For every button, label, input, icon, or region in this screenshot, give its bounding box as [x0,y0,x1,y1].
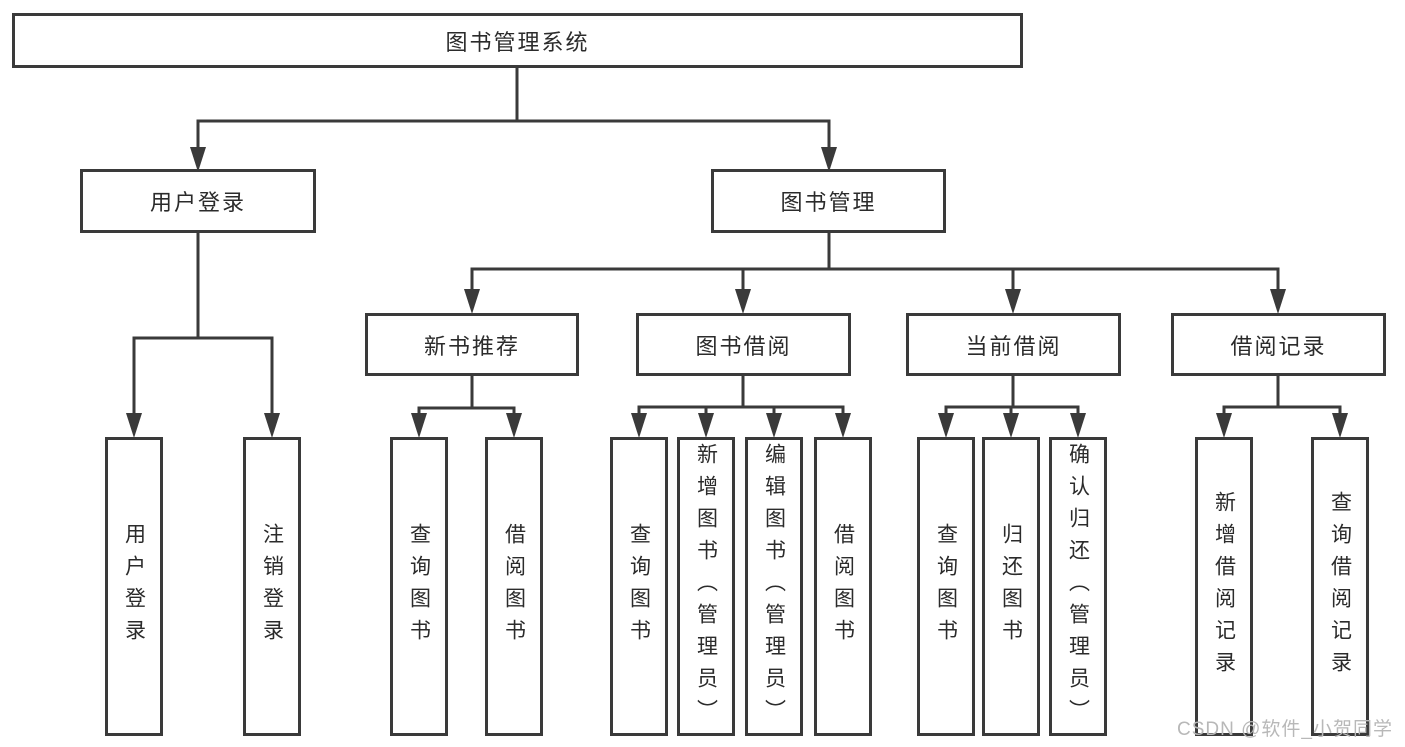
arrowhead-leaf-query-books-1 [411,413,427,438]
leaf-borrow-books-recommend: 借阅图书 [485,437,543,736]
connector-current-borrow-children [944,376,1080,414]
leaf-query-books-recommend-label: 查询图书 [407,522,431,651]
arrowhead-leaf-return-book [1003,413,1019,438]
leaf-add-borrow-record-label: 新增借阅记录 [1212,490,1236,683]
arrowhead-user-login [190,147,206,172]
leaf-confirm-return-admin: 确认归还（管理员） [1049,437,1107,736]
arrowhead-leaf-user-login [126,413,142,438]
arrowhead-new-book-recommend [464,289,480,314]
leaf-query-books-current: 查询图书 [917,437,975,736]
node-library-system: 图书管理系统 [12,13,1023,68]
connector-user-login-children [132,232,274,414]
node-user-login-label: 用户登录 [149,190,246,215]
leaf-logout: 注销登录 [243,437,301,736]
arrowhead-leaf-logout [264,413,280,438]
watermark-text: CSDN @软件_小贺同学 [1177,719,1393,740]
connector-book-management-children [470,232,1280,290]
leaf-edit-book-admin: 编辑图书（管理员） [745,437,803,736]
node-book-borrow: 图书借阅 [636,313,851,376]
node-new-book-recommend: 新书推荐 [365,313,579,376]
node-current-borrow: 当前借阅 [906,313,1121,376]
leaf-borrow-books-recommend-label: 借阅图书 [502,522,526,651]
node-book-borrow-label: 图书借阅 [695,333,792,359]
leaf-query-books-recommend: 查询图书 [390,437,448,736]
node-borrow-records-label: 借阅记录 [1230,333,1327,359]
arrowhead-leaf-borrow-books-2 [835,413,851,438]
leaf-query-books-current-label: 查询图书 [934,522,958,651]
leaf-query-borrow-record: 查询借阅记录 [1311,437,1369,736]
leaf-borrow-books-borrow: 借阅图书 [814,437,872,736]
arrowhead-book-management [821,147,837,172]
arrowhead-current-borrow [1005,289,1021,314]
arrowhead-leaf-add-borrow-record [1216,413,1232,438]
arrowhead-leaf-borrow-books-1 [506,413,522,438]
leaf-confirm-return-admin-label: 确认归还（管理员） [1066,442,1090,731]
leaf-add-book-admin-label: 新增图书（管理员） [694,442,718,731]
leaf-borrow-books-borrow-label: 借阅图书 [831,522,855,651]
leaf-user-login: 用户登录 [105,437,163,736]
leaf-add-borrow-record: 新增借阅记录 [1195,437,1253,736]
node-book-management: 图书管理 [711,169,946,233]
arrowhead-leaf-query-borrow-record [1332,413,1348,438]
leaf-query-borrow-record-label: 查询借阅记录 [1328,490,1352,683]
node-library-system-label: 图书管理系统 [445,29,590,55]
node-new-book-recommend-label: 新书推荐 [423,333,520,359]
node-book-management-label: 图书管理 [780,190,877,215]
arrowhead-book-borrow [735,289,751,314]
arrowhead-leaf-add-book [698,413,714,438]
arrowhead-leaf-edit-book [766,413,782,438]
connector-book-borrow-children [637,376,845,414]
connector-borrow-records-children [1222,376,1342,414]
leaf-add-book-admin: 新增图书（管理员） [677,437,735,736]
leaf-return-book-label: 归还图书 [999,522,1023,651]
node-user-login: 用户登录 [80,169,316,233]
arrowhead-leaf-confirm-return [1070,413,1086,438]
leaf-query-books-borrow: 查询图书 [610,437,668,736]
connector-root-to-level2 [196,68,831,150]
node-current-borrow-label: 当前借阅 [965,333,1062,359]
leaf-edit-book-admin-label: 编辑图书（管理员） [762,442,786,731]
arrowhead-leaf-query-books-2 [631,413,647,438]
arrowhead-leaf-query-books-3 [938,413,954,438]
leaf-logout-label: 注销登录 [260,522,284,651]
arrowhead-borrow-records [1270,289,1286,314]
node-borrow-records: 借阅记录 [1171,313,1386,376]
connector-new-book-recommend-children [417,376,516,414]
leaf-return-book: 归还图书 [982,437,1040,736]
leaf-user-login-label: 用户登录 [122,522,146,651]
leaf-query-books-borrow-label: 查询图书 [627,522,651,651]
